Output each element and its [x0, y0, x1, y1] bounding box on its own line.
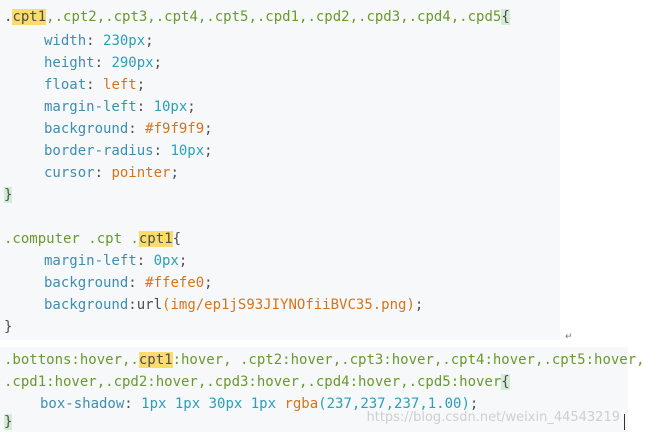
brace-match: { — [501, 9, 510, 25]
code-line-selector-list: .cpt1,.cpt2,.cpt3,.cpt4,.cpt5,.cpd1,.cpd… — [4, 9, 510, 25]
text-cursor — [624, 414, 625, 430]
code-line-close-brace-3: } — [4, 411, 13, 433]
watermark: https://blog.csdn.net/weixin_44543219 — [366, 410, 620, 425]
code-line-cursor: cursor: pointer; — [44, 165, 179, 181]
code-line-selector-computer: .computer .cpt .cpt1{ — [4, 231, 182, 247]
code-line-background: background: #f9f9f9; — [44, 121, 213, 137]
brace-match: } — [4, 414, 13, 430]
code-line-margin-left-2: margin-left: 0px; — [44, 253, 188, 269]
code-line-box-shadow: box-shadow: 1px 1px 30px 1px rgba(237,23… — [40, 396, 479, 412]
code-line-height: height: 290px; — [44, 55, 163, 71]
search-highlight: cpt1 — [12, 9, 47, 25]
search-highlight: cpt1 — [138, 231, 173, 247]
code-line-float: float: left; — [44, 77, 146, 93]
brace-match: { — [501, 374, 510, 390]
code-line-hover-selectors-2: .cpd1:hover,.cpd2:hover,.cpd3:hover,.cpd… — [4, 374, 510, 390]
code-line-hover-selectors-1: .bottons:hover,.cpt1:hover, .cpt2:hover,… — [4, 352, 645, 368]
code-line-close-brace-2: } — [4, 319, 13, 335]
search-highlight: cpt1 — [138, 352, 173, 368]
code-block-2: .bottons:hover,.cpt1:hover, .cpt2:hover,… — [0, 347, 645, 433]
code-line-close-brace: } — [4, 184, 13, 206]
brace-match: } — [4, 187, 13, 203]
code-line-border-radius: border-radius: 10px; — [44, 143, 213, 159]
code-line-background-url: background:url(img/ep1jS93JIYNOfiiBVC35.… — [44, 297, 424, 313]
code-line-margin-left: margin-left: 10px; — [44, 99, 196, 115]
code-line-width: width: 230px; — [44, 33, 154, 49]
code-line-background-2: background: #ffefe0; — [44, 275, 213, 291]
code-block-1: .cpt1,.cpt2,.cpt3,.cpt4,.cpt5,.cpd1,.cpd… — [4, 9, 510, 335]
return-icon: ↵ — [565, 332, 573, 342]
